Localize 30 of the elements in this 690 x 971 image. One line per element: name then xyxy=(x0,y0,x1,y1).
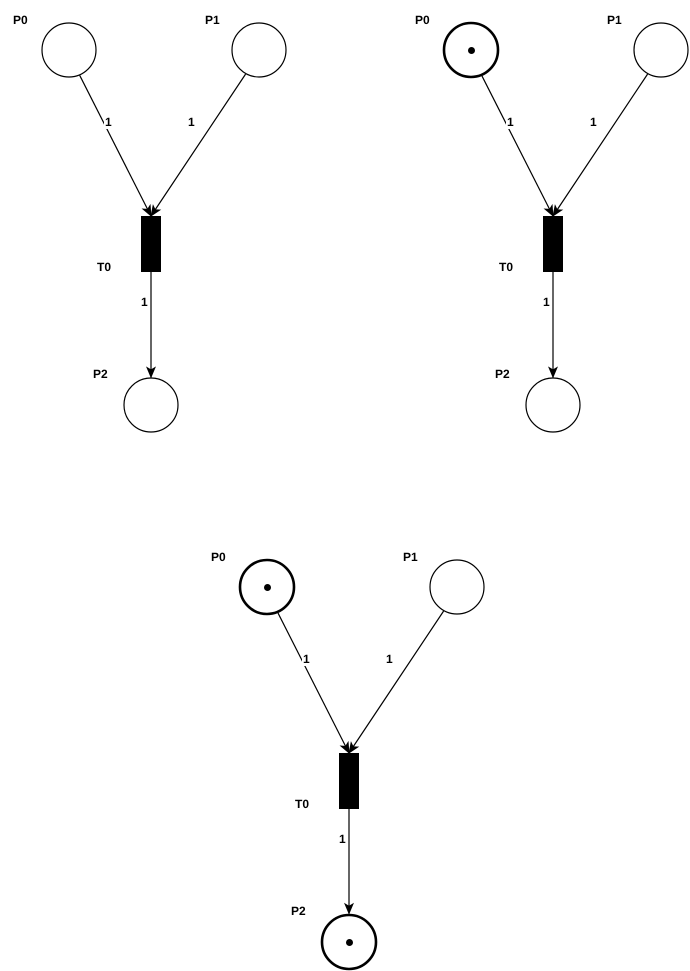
arc-arrow xyxy=(277,612,350,754)
arc-arrow xyxy=(348,610,444,754)
edge-label: 1 xyxy=(338,833,347,846)
place-label: P1 xyxy=(607,13,622,27)
place-label: P0 xyxy=(415,13,430,27)
place-label: P0 xyxy=(211,550,226,564)
edge-label: 1 xyxy=(140,296,149,309)
place-label: P2 xyxy=(495,367,510,381)
place-label: P1 xyxy=(403,550,418,564)
edge-label: 1 xyxy=(104,116,113,129)
place-label: P2 xyxy=(93,367,108,381)
edge-label: 1 xyxy=(589,116,598,129)
arc-arrow xyxy=(344,809,354,915)
transition-label: T0 xyxy=(97,260,112,274)
edge-label: 1 xyxy=(187,116,196,129)
arc-arrow xyxy=(79,75,152,217)
arc-arrow xyxy=(548,272,558,378)
arc-arrow xyxy=(481,76,554,217)
place-label: P2 xyxy=(291,904,306,918)
place-label: P0 xyxy=(13,13,28,27)
place-label: P1 xyxy=(205,13,220,27)
arc-arrow xyxy=(150,74,246,217)
transition-label: T0 xyxy=(499,260,514,274)
edge-label: 1 xyxy=(385,653,394,666)
edge-label: 1 xyxy=(506,116,515,129)
arc-arrow xyxy=(552,74,648,217)
transition-label: T0 xyxy=(295,797,310,811)
arc-arrow xyxy=(146,272,156,378)
edge-label: 1 xyxy=(302,653,311,666)
edge-label: 1 xyxy=(542,296,551,309)
